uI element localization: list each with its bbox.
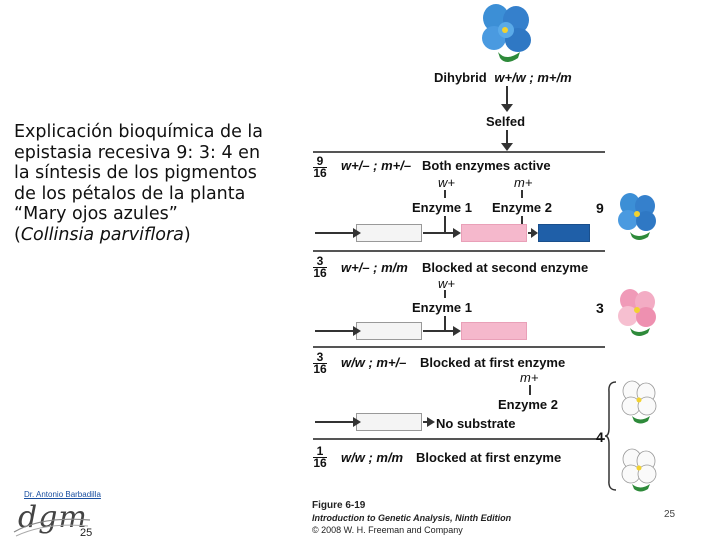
pink-pigment-box <box>461 224 527 242</box>
row-genotype: w+/– ; m/m <box>341 260 408 275</box>
blue-pigment-box <box>538 224 590 242</box>
enzyme-label: Enzyme 2 <box>498 397 558 412</box>
white-flower-icon <box>621 380 657 424</box>
blue-flower-icon <box>618 193 656 240</box>
book-title: Introduction to Genetic Analysis, Ninth … <box>312 513 512 523</box>
row-separator <box>313 151 605 153</box>
row-separator <box>313 438 605 440</box>
gene-arrow <box>521 190 523 198</box>
fraction: 9 16 <box>313 154 327 180</box>
row-status: Both enzymes active <box>422 158 551 173</box>
dihybrid-label: Dihybrid <box>434 70 487 85</box>
slide-number: 25 <box>664 509 676 520</box>
gene-label: w+ <box>438 175 455 190</box>
selfed-label: Selfed <box>486 114 526 129</box>
copyright: © 2008 W. H. Freeman and Company <box>312 525 463 535</box>
arrow-shaft <box>506 86 508 106</box>
white-flower-icon <box>621 448 657 492</box>
gene-label: m+ <box>520 370 539 385</box>
phenotype-count: 9 <box>596 200 604 216</box>
description-line: “Mary ojos azules” <box>14 204 178 224</box>
row-genotype: w+/– ; m+/– <box>341 158 412 173</box>
description-line: epistasia recesiva 9: 3: 4 en <box>14 142 261 163</box>
dgm-logo: dgm <box>18 500 88 535</box>
description-line: (Collinsia parviflora) <box>14 224 191 245</box>
gene-label: m+ <box>514 175 533 190</box>
phenotype-count: 3 <box>596 300 604 316</box>
enzyme-arrow <box>444 316 446 330</box>
pink-flower-icon <box>618 289 656 336</box>
gene-arrow <box>444 190 446 198</box>
fraction: 1 16 <box>313 444 327 470</box>
row-separator <box>313 250 605 252</box>
description-line: Explicación bioquímica de la <box>14 122 264 142</box>
arrow-down-icon <box>501 143 513 151</box>
row-status: Blocked at first enzyme <box>420 355 566 370</box>
row-genotype: w/w ; m/m <box>341 450 404 465</box>
author-credit-link[interactable]: Dr. Antonio Barbadilla <box>24 490 101 499</box>
gene-label: w+ <box>438 276 455 291</box>
gene-arrow <box>444 290 446 298</box>
arrow-shaft <box>506 130 508 144</box>
fraction: 3 16 <box>313 350 327 376</box>
pathway-arrows <box>315 228 538 238</box>
pink-pigment-box <box>461 322 527 340</box>
blue-flower-icon <box>482 4 531 62</box>
dihybrid-genotype: w+/w ; m+/m <box>494 70 572 85</box>
row-genotype: w/w ; m+/– <box>341 355 407 370</box>
enzyme-label: Enzyme 1 <box>412 300 472 315</box>
description-text: Explicación bioquímica de la epistasia r… <box>14 122 304 245</box>
pathway-arrows <box>315 326 461 336</box>
phenotype-count: 4 <box>596 429 604 445</box>
row-status: Blocked at first enzyme <box>416 450 562 465</box>
enzyme-label: Enzyme 1 <box>412 200 472 215</box>
row-separator <box>313 346 605 348</box>
enzyme-label: Enzyme 2 <box>492 200 552 215</box>
logo-swoosh-icon <box>13 518 91 537</box>
fraction: 3 16 <box>313 254 327 280</box>
figure-caption: Figure 6-19 Introduction to Genetic Anal… <box>312 500 511 536</box>
pathway-arrows <box>315 417 435 427</box>
arrow-down-icon <box>501 104 513 112</box>
description-line: de los pétalos de la planta <box>14 183 246 204</box>
gene-arrow <box>529 385 531 395</box>
page-number: 25 <box>80 527 93 539</box>
description-line: la síntesis de los pigmentos <box>14 163 257 183</box>
no-substrate-label: No substrate <box>436 416 516 431</box>
enzyme-arrow <box>444 216 446 232</box>
species-name: Collinsia parviflora <box>20 224 184 245</box>
figure-number: Figure 6-19 <box>312 500 366 511</box>
group-bracket <box>604 381 617 491</box>
row-status: Blocked at second enzyme <box>422 260 589 275</box>
